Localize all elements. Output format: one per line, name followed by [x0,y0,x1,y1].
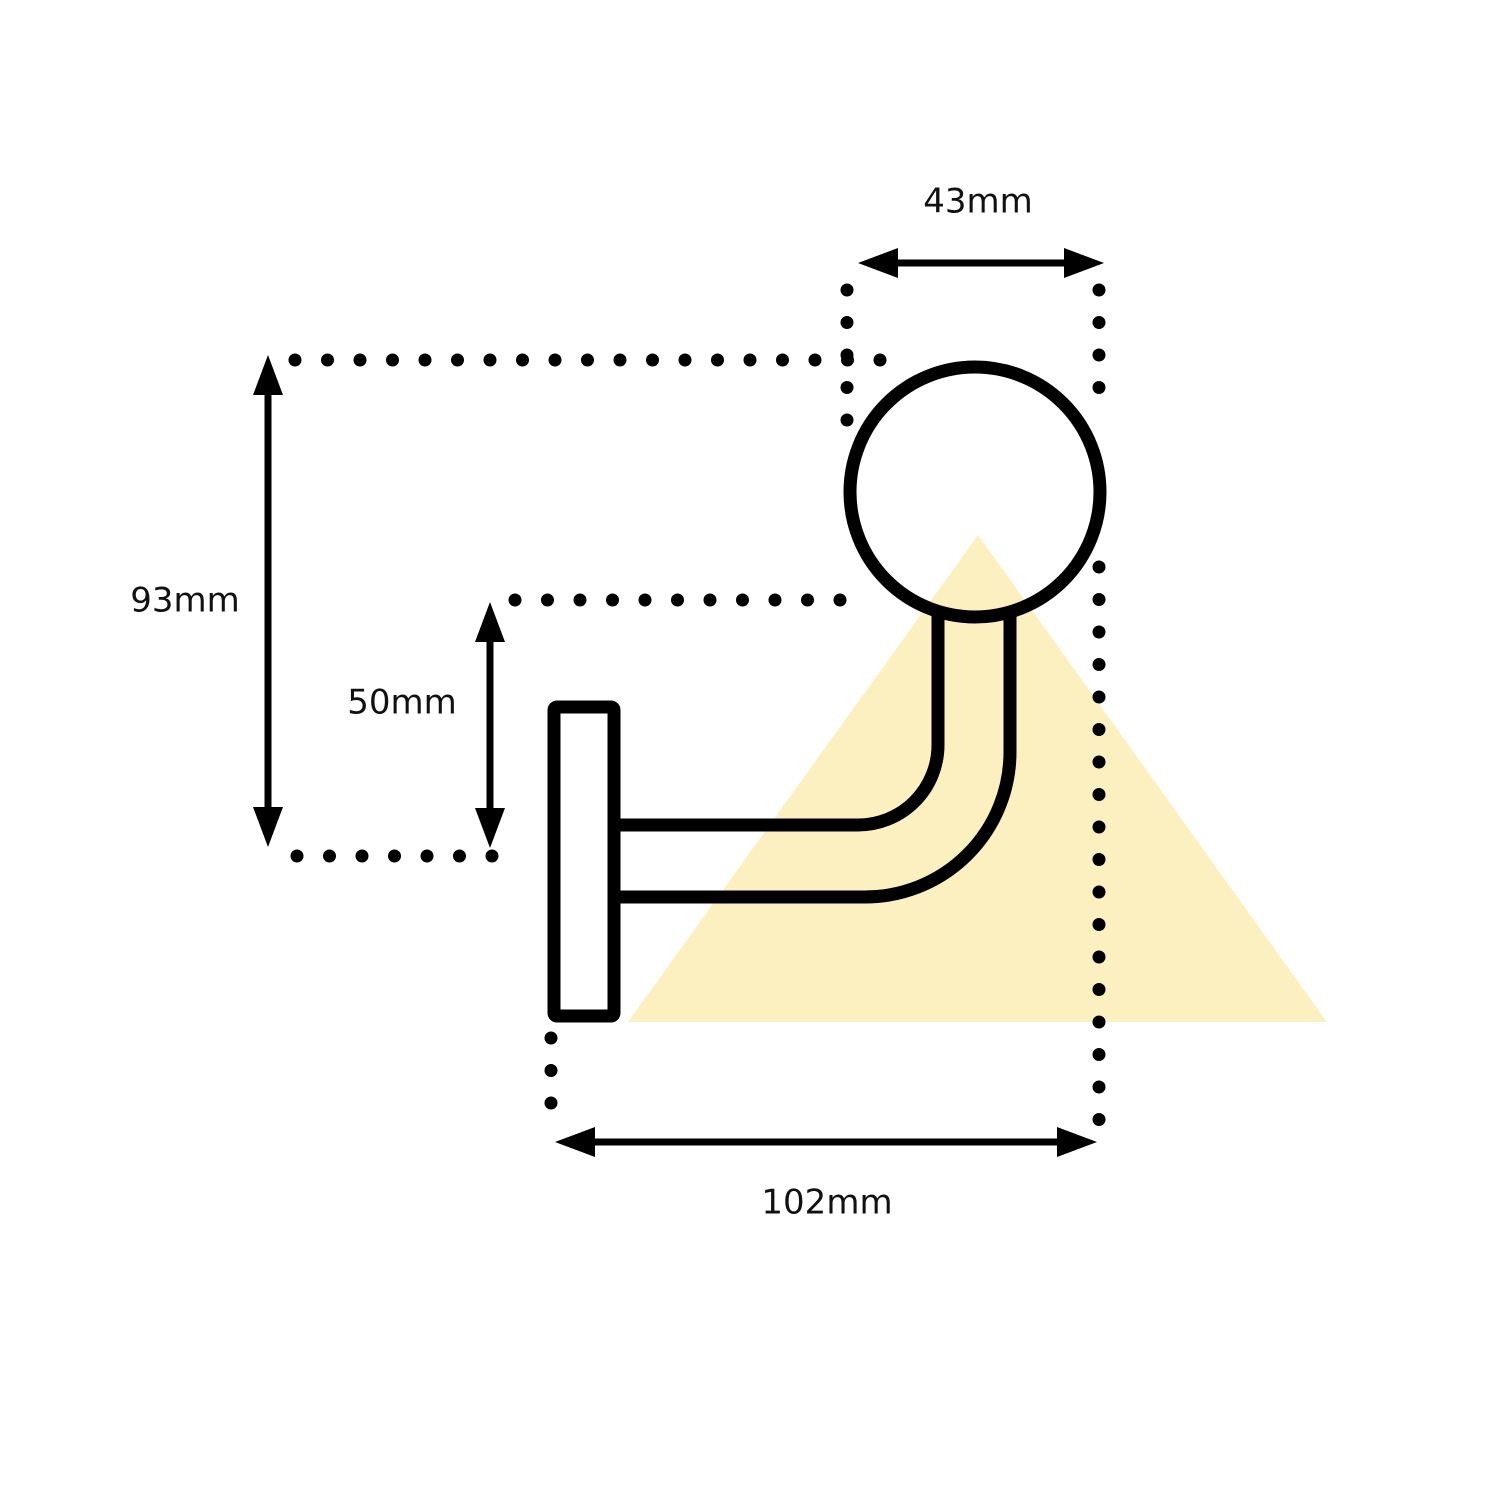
arrowhead-left [555,1127,595,1157]
dimension-43mm: 43mm [858,182,1104,278]
arm-outer-edge [614,614,1017,904]
arrowhead-down [253,807,283,847]
arrowhead-up [475,602,505,642]
arrowhead-down [475,808,505,848]
wall-plate [547,700,621,1023]
dimension-102mm: 102mm [555,1127,1097,1223]
handrail-circle [843,360,1107,624]
dimension-50mm: 50mm [347,602,505,848]
arrowhead-right [1064,248,1104,278]
dimension-label-43mm: 43mm [923,182,1033,222]
dimension-label-50mm: 50mm [347,683,457,723]
arm-inner-edge [614,614,945,832]
arrowhead-up [253,355,283,395]
dimension-label-102mm: 102mm [761,1183,892,1223]
highlight-triangle [628,535,1327,1022]
arrowhead-right [1057,1127,1097,1157]
arrowhead-left [858,248,898,278]
dimension-93mm: 93mm [130,355,283,847]
dimension-label-93mm: 93mm [130,581,240,621]
